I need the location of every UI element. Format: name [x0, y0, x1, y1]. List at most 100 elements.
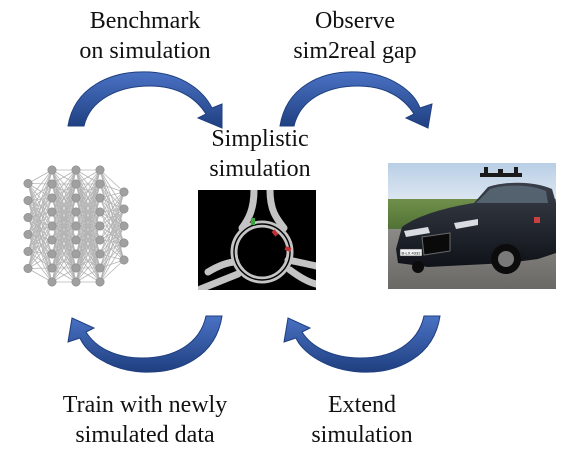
- network-edge: [99, 191, 125, 255]
- network-edge: [99, 191, 125, 227]
- network-edge: [51, 183, 77, 283]
- network-edge: [27, 197, 53, 269]
- network-edge: [51, 169, 77, 213]
- network-edge: [27, 239, 53, 269]
- network-edge: [75, 169, 101, 213]
- network-node: [95, 235, 105, 245]
- network-edge: [27, 268, 53, 283]
- network-edge: [27, 169, 53, 235]
- network-edge: [99, 191, 125, 241]
- network-node: [47, 193, 57, 203]
- network-edge: [27, 211, 53, 269]
- network-node: [47, 249, 57, 259]
- network-edge: [51, 211, 77, 283]
- network-node: [95, 249, 105, 259]
- network-edge: [99, 225, 125, 244]
- network-node: [71, 179, 81, 189]
- network-node: [119, 255, 129, 265]
- real-car-photo: B-LX 4332: [388, 163, 556, 289]
- simplistic-line-2: simulation: [209, 156, 311, 182]
- network-edge: [99, 259, 125, 283]
- network-edge: [27, 225, 53, 252]
- network-edge: [75, 169, 101, 185]
- network-node: [23, 230, 33, 240]
- curved-arrow-icon-benchmark: [67, 71, 223, 129]
- network-edge: [99, 208, 125, 241]
- network-node: [23, 213, 33, 223]
- network-edge: [99, 242, 125, 269]
- network-node: [71, 277, 81, 287]
- network-edge: [75, 169, 101, 227]
- car-photo-graphic: B-LX 4332: [388, 163, 556, 289]
- network-edge: [99, 225, 125, 283]
- network-node: [119, 221, 129, 231]
- network-node: [47, 221, 57, 231]
- network-edge: [51, 169, 77, 185]
- network-node: [71, 207, 81, 217]
- network-node: [95, 263, 105, 273]
- network-edge: [75, 169, 101, 199]
- network-node: [47, 277, 57, 287]
- network-edge: [27, 217, 53, 241]
- network-node: [71, 235, 81, 245]
- network-edge: [27, 183, 53, 218]
- network-edge: [27, 183, 53, 235]
- network-node: [71, 249, 81, 259]
- network-edge: [99, 225, 125, 241]
- network-edge: [27, 211, 53, 235]
- extend-label: Extend simulation: [262, 390, 462, 450]
- network-edge: [75, 225, 101, 283]
- network-edge: [27, 197, 53, 218]
- network-edge: [75, 267, 101, 283]
- network-node: [23, 263, 33, 273]
- network-edge: [51, 169, 77, 199]
- network-edge: [99, 211, 125, 244]
- network-edge: [51, 169, 77, 269]
- network-node: [95, 179, 105, 189]
- network-edge: [99, 225, 125, 255]
- simplistic-label: Simplistic simulation: [190, 124, 330, 184]
- network-edge: [51, 169, 77, 283]
- benchmark-line-2: on simulation: [79, 38, 211, 64]
- observe-line-2: sim2real gap: [293, 38, 417, 64]
- network-node: [71, 221, 81, 231]
- network-edge: [27, 197, 53, 252]
- train-line-2: simulated data: [75, 422, 215, 448]
- network-node: [47, 235, 57, 245]
- network-node: [23, 247, 33, 257]
- network-edge: [99, 208, 125, 227]
- network-edge: [75, 169, 101, 283]
- network-node: [119, 204, 129, 214]
- red-car-marker-2: [284, 246, 292, 252]
- network-edge: [27, 253, 53, 269]
- network-node: [23, 179, 33, 189]
- network-node: [47, 165, 57, 175]
- network-edge: [51, 253, 77, 283]
- network-edge: [99, 225, 125, 269]
- extend-line-2: simulation: [311, 422, 413, 448]
- benchmark-line-1: Benchmark: [89, 8, 201, 34]
- network-edge: [99, 211, 125, 227]
- network-node: [47, 207, 57, 217]
- curved-arrow-icon-train: [67, 315, 223, 373]
- curved-arrow-icon-extend: [283, 315, 441, 373]
- network-edge: [27, 169, 53, 201]
- green-car-marker: [251, 218, 255, 225]
- curved-arrow-icon-observe: [279, 71, 433, 129]
- network-edge: [75, 211, 101, 283]
- network-edge: [27, 225, 53, 269]
- network-edge: [75, 169, 101, 241]
- network-node: [71, 263, 81, 273]
- network-edge: [51, 225, 77, 283]
- license-plate-text: B-LX 4332: [402, 251, 422, 256]
- roundabout-graphic: [198, 190, 316, 290]
- network-node: [95, 207, 105, 217]
- network-edge: [27, 197, 53, 235]
- simulation-image: [198, 190, 316, 290]
- extend-line-1: Extend: [328, 392, 396, 418]
- network-node: [119, 187, 129, 197]
- network-edge: [51, 239, 77, 283]
